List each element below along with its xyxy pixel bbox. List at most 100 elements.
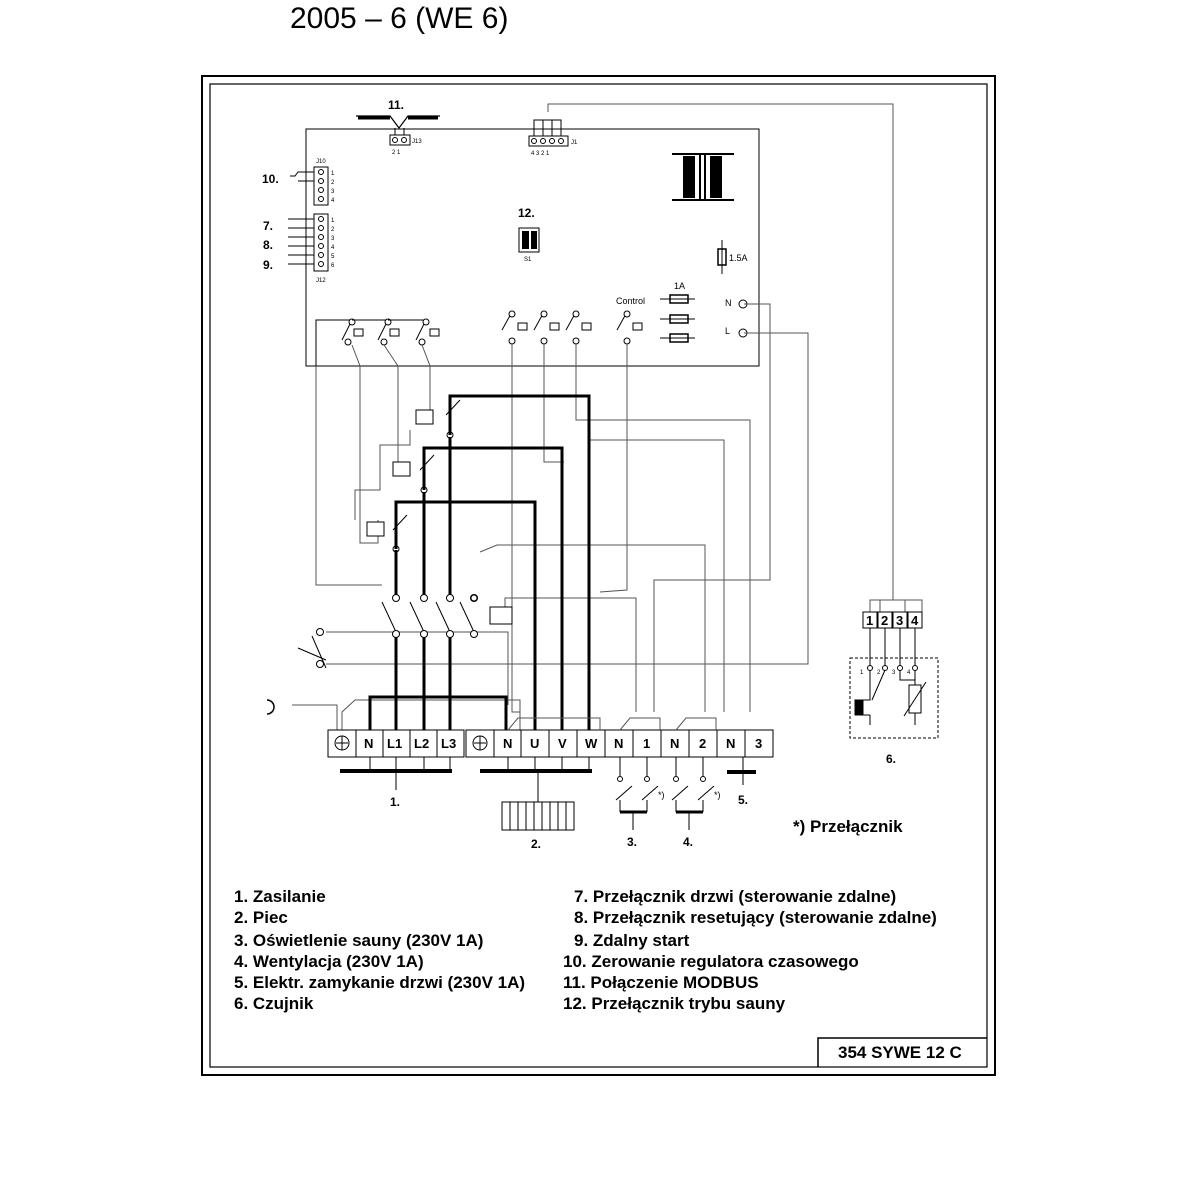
- terminal-strip: [327, 729, 774, 758]
- callout-8: 8.: [263, 238, 273, 252]
- inner-frame: [209, 83, 988, 1068]
- j12-pin-3: 3: [331, 236, 335, 242]
- sensor-inner-2: 2: [877, 670, 881, 676]
- terminal-N4: N: [670, 736, 679, 751]
- terminal-L3: L3: [441, 736, 456, 751]
- earth-loop: [266, 699, 275, 715]
- j12-pin-5: 5: [331, 254, 335, 260]
- legend-right-12: 12. Przełącznik trybu sauny: [563, 994, 786, 1013]
- connector-j1: [528, 119, 569, 147]
- legend-left: 1. Zasilanie 2. Piec 3. Oświetlenie saun…: [234, 887, 525, 1013]
- callout-7: 7.: [263, 219, 273, 233]
- terminal-N1: N: [364, 736, 373, 751]
- terminal-V: V: [558, 736, 567, 751]
- callout-9: 9.: [263, 258, 273, 272]
- sensor-inner-3: 3: [892, 670, 896, 676]
- terminal-1: 1: [643, 736, 650, 751]
- j10-pin-2: 2: [331, 180, 335, 186]
- legend-left-5: 5. Elektr. zamykanie drzwi (230V 1A): [234, 973, 525, 992]
- thin-wiring: [292, 103, 923, 730]
- connector-j13: [356, 115, 440, 146]
- control-board: [305, 128, 760, 367]
- j12-label: J12: [316, 278, 326, 284]
- j13-pins: 2 1: [392, 150, 401, 156]
- control-label: Control: [616, 296, 645, 306]
- board-relays: [315, 310, 643, 366]
- sensor-terminal-3: 3: [896, 613, 903, 628]
- j10-pin-1: 1: [331, 171, 335, 177]
- callout-11: 11.: [388, 98, 404, 112]
- output-switches: [615, 757, 715, 830]
- terminal-bridges: [507, 717, 717, 731]
- terminal-W: W: [585, 736, 598, 751]
- legend-right-11: 11. Połączenie MODBUS: [563, 973, 759, 992]
- code-box: [817, 1037, 987, 1067]
- l-label: L: [725, 326, 730, 336]
- terminal-N3: N: [614, 736, 623, 751]
- j12-pin-6: 6: [331, 263, 335, 269]
- main-switch: [297, 594, 478, 669]
- fuse-small-label: 1A: [674, 281, 685, 291]
- item-label-3: 3.: [627, 835, 637, 849]
- item-label-6: 6.: [886, 752, 896, 766]
- footnote: *) Przełącznik: [793, 817, 903, 836]
- legend-right: 7. Przełącznik drzwi (sterowanie zdalne)…: [563, 887, 937, 1013]
- fuses-1a: [660, 294, 695, 343]
- terminal-L1: L1: [387, 736, 402, 751]
- terminal-N5: N: [726, 736, 735, 751]
- legend-left-2: 2. Piec: [234, 908, 288, 927]
- heavy-wiring: [368, 394, 591, 730]
- item-label-2: 2.: [531, 837, 541, 851]
- s1-label: S1: [524, 257, 532, 263]
- ground-symbols: [334, 735, 488, 751]
- transformer-symbol: [672, 153, 734, 201]
- legend-left-3: 3. Oświetlenie sauny (230V 1A): [234, 931, 483, 950]
- item-label-1: 1.: [390, 795, 400, 809]
- callout-10: 10.: [262, 172, 279, 186]
- item-label-5: 5.: [738, 793, 748, 807]
- j12-pin-1: 1: [331, 218, 335, 224]
- j10-pin-3: 3: [331, 189, 335, 195]
- switch-mark-2: *): [714, 790, 721, 800]
- sensor-terminal-2: 2: [881, 613, 888, 628]
- sensor-terminal-4: 4: [911, 613, 919, 628]
- n-label: N: [725, 298, 732, 308]
- switch-mark-1: *): [658, 790, 665, 800]
- legend-right-7: 7. Przełącznik drzwi (sterowanie zdalne): [574, 887, 896, 906]
- heater-symbol: [501, 801, 575, 831]
- dip-switch-s1: [518, 227, 540, 253]
- outer-frame: [201, 75, 996, 1076]
- fuse-main-label: 1.5A: [729, 253, 748, 263]
- terminal-3: 3: [755, 736, 762, 751]
- terminal-2: 2: [699, 736, 706, 751]
- drawing-code: 354 SYWE 12 C: [838, 1043, 962, 1062]
- sensor-inner-4: 4: [907, 670, 911, 676]
- legend-right-8: 8. Przełącznik resetujący (sterowanie zd…: [574, 908, 937, 927]
- legend-right-9: 9. Zdalny start: [574, 931, 690, 950]
- terminal-U: U: [530, 736, 539, 751]
- j12-pin-4: 4: [331, 245, 335, 251]
- j10-pin-4: 4: [331, 198, 335, 204]
- sensor-terminal-1: 1: [866, 613, 873, 628]
- connector-j12: [288, 213, 329, 272]
- terminal-N2: N: [503, 736, 512, 751]
- contactor-coils: [366, 409, 513, 625]
- j13-label: J13: [412, 139, 422, 145]
- connector-j10: [290, 166, 329, 206]
- callout-12: 12.: [518, 206, 535, 220]
- sensor-body: [849, 628, 939, 739]
- legend-left-4: 4. Wentylacja (230V 1A): [234, 952, 424, 971]
- legend-left-1: 1. Zasilanie: [234, 887, 326, 906]
- sensor-inner-1: 1: [860, 670, 864, 676]
- j10-label: J10: [316, 159, 326, 165]
- j1-label: J1: [571, 140, 578, 146]
- legend-right-10: 10. Zerowanie regulatora czasowego: [563, 952, 859, 971]
- page-title: 2005 – 6 (WE 6): [290, 2, 509, 35]
- legend-left-6: 6. Czujnik: [234, 994, 314, 1013]
- output-cables: [340, 757, 756, 802]
- item-label-4: 4.: [683, 835, 693, 849]
- fuse-1-5a: [717, 240, 727, 274]
- terminal-L2: L2: [414, 736, 429, 751]
- j1-pins: 4 3 2 1: [531, 151, 550, 157]
